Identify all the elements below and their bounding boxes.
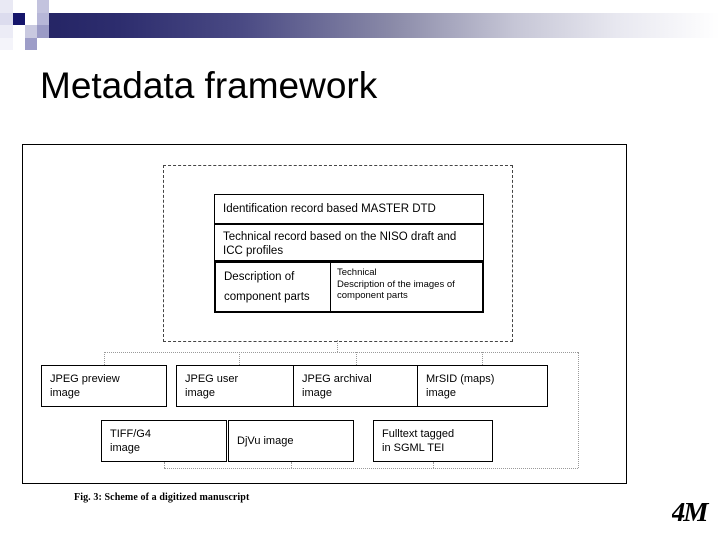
derivative-line2: image bbox=[302, 387, 332, 399]
header-square bbox=[25, 13, 37, 25]
description-right-line2: Description of the images of bbox=[337, 278, 455, 290]
header-square bbox=[13, 38, 25, 50]
header-square bbox=[0, 25, 13, 38]
brand-logo-text: 4M bbox=[672, 498, 708, 526]
derivative-line1: TIFF/G4 bbox=[110, 428, 151, 440]
connector-vertical-trunk bbox=[337, 340, 338, 352]
header-square bbox=[13, 0, 25, 13]
derivative-box-tiff-g4: TIFF/G4 image bbox=[101, 420, 227, 462]
connector-drop-jpeg-preview bbox=[104, 352, 105, 365]
derivative-line1: DjVu image bbox=[237, 435, 294, 447]
identification-record-label: Identification record based MASTER DTD bbox=[223, 203, 436, 215]
connector-riser-tiff bbox=[164, 462, 165, 468]
derivative-line1: Fulltext tagged bbox=[382, 428, 455, 440]
connector-drop-mrsid bbox=[482, 352, 483, 365]
header-square bbox=[37, 25, 49, 38]
derivative-box-jpeg-archival: JPEG archival image bbox=[293, 365, 419, 407]
header-square bbox=[37, 13, 49, 25]
metadata-group-dashed-border: Identification record based MASTER DTD T… bbox=[163, 165, 513, 342]
figure-frame: Identification record based MASTER DTD T… bbox=[22, 144, 627, 484]
connector-right-riser bbox=[578, 352, 579, 468]
figure-caption: Fig. 3: Scheme of a digitized manuscript bbox=[74, 492, 250, 503]
header-square bbox=[25, 25, 37, 38]
derivative-box-djvu: DjVu image bbox=[228, 420, 354, 462]
derivative-line2: image bbox=[185, 387, 215, 399]
derivative-line2: image bbox=[110, 442, 140, 454]
derivative-line2: in SGML TEI bbox=[382, 442, 445, 454]
derivative-box-mrsid: MrSID (maps) image bbox=[417, 365, 548, 407]
header-square bbox=[0, 13, 13, 25]
connector-horizontal-bus-row1 bbox=[104, 352, 578, 353]
description-left-line1: Description of bbox=[224, 271, 295, 283]
header-square bbox=[37, 38, 49, 50]
description-left-line2: component parts bbox=[224, 291, 310, 303]
connector-riser-fulltext bbox=[433, 462, 434, 468]
derivative-line2: image bbox=[426, 387, 456, 399]
page-title: Metadata framework bbox=[40, 65, 378, 106]
header-square bbox=[37, 0, 49, 13]
brand-logo-4m: 4M bbox=[672, 498, 712, 526]
derivative-box-jpeg-preview: JPEG preview image bbox=[41, 365, 167, 407]
header-gradient-bar bbox=[37, 13, 720, 38]
header-square bbox=[0, 38, 13, 50]
description-right-line3: component parts bbox=[337, 290, 408, 301]
derivative-line1: JPEG user bbox=[185, 373, 239, 385]
header-square-accent bbox=[13, 13, 25, 25]
header-square bbox=[25, 0, 37, 13]
derivative-line2: image bbox=[50, 387, 80, 399]
description-right-line1: Technical bbox=[337, 267, 377, 278]
connector-horizontal-bus-row2 bbox=[164, 468, 578, 469]
identification-record-box: Identification record based MASTER DTD bbox=[214, 194, 484, 224]
technical-description-images-box: Technical Description of the images of c… bbox=[331, 261, 484, 313]
derivative-line1: JPEG preview bbox=[50, 373, 120, 385]
derivative-box-fulltext-sgml: Fulltext tagged in SGML TEI bbox=[373, 420, 493, 462]
connector-riser-djvu bbox=[291, 462, 292, 468]
derivative-line1: JPEG archival bbox=[302, 373, 372, 385]
technical-record-box: Technical record based on the NISO draft… bbox=[214, 224, 484, 261]
description-row: Description of component parts Technical… bbox=[214, 261, 484, 313]
technical-record-label: Technical record based on the NISO draft… bbox=[223, 231, 457, 257]
description-component-parts-box: Description of component parts bbox=[214, 261, 331, 313]
header-square bbox=[25, 38, 37, 50]
connector-drop-jpeg-user bbox=[239, 352, 240, 365]
slide-header-band bbox=[0, 0, 720, 54]
connector-drop-jpeg-archival bbox=[356, 352, 357, 365]
header-square bbox=[13, 25, 25, 38]
header-square bbox=[0, 0, 13, 13]
derivative-line1: MrSID (maps) bbox=[426, 373, 495, 385]
derivative-box-jpeg-user: JPEG user image bbox=[176, 365, 302, 407]
